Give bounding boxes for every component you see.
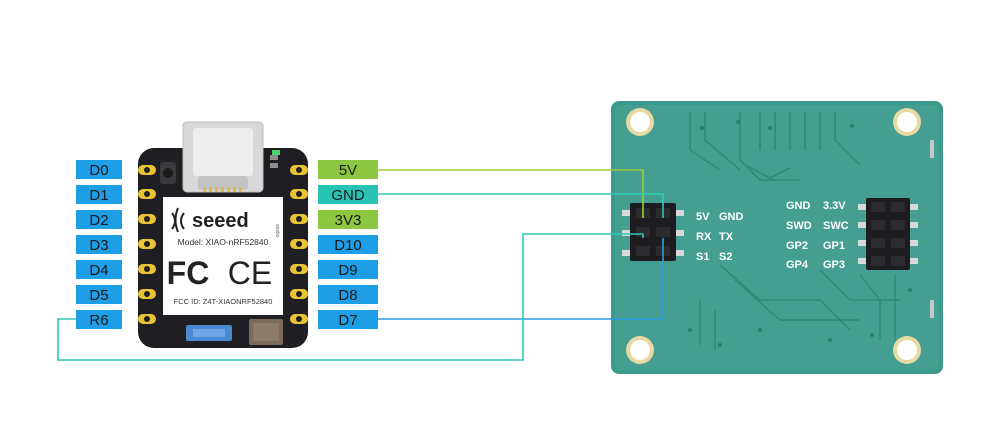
svg-text:D1: D1 xyxy=(89,187,108,204)
module-label: SWD xyxy=(786,220,812,232)
pin-label-d5: D5 xyxy=(76,285,122,304)
svg-text:D7: D7 xyxy=(338,312,357,329)
module-label: S1 xyxy=(696,251,709,263)
wires xyxy=(57,169,664,361)
module-label: GP4 xyxy=(786,259,809,271)
svg-text:GND: GND xyxy=(331,187,365,204)
sensor-module-board: 5V GND RX TX S1 S2 GND SWD GP2 GP4 3.3V … xyxy=(611,101,943,374)
module-left-header xyxy=(622,203,684,261)
module-label: RX xyxy=(696,231,712,243)
pin-label-5v: 5V xyxy=(318,160,378,179)
wire-gnd-to-gnd xyxy=(378,193,664,218)
brand-sub: studio xyxy=(274,224,280,238)
pin-label-d1: D1 xyxy=(76,185,122,204)
wire-d7-to-tx xyxy=(378,238,664,320)
module-label: 5V xyxy=(696,211,710,223)
mounting-hole-icon xyxy=(893,108,921,136)
svg-text:D9: D9 xyxy=(338,262,357,279)
pin-label-d8: D8 xyxy=(318,285,378,304)
xiao-left-pads xyxy=(138,165,156,324)
module-label: GP1 xyxy=(823,240,845,252)
module-label: GP2 xyxy=(786,240,808,252)
pad-left xyxy=(138,314,156,324)
pin-label-d4: D4 xyxy=(76,260,122,279)
led-icon xyxy=(272,150,280,155)
svg-text:D10: D10 xyxy=(334,237,362,254)
pad-right xyxy=(290,165,308,175)
svg-text:D2: D2 xyxy=(89,212,108,229)
pad-left xyxy=(138,239,156,249)
pad-right xyxy=(290,264,308,274)
pad-right xyxy=(290,314,308,324)
module-label: SWC xyxy=(823,220,849,232)
pin-label-d2: D2 xyxy=(76,210,122,229)
reset-button-icon xyxy=(160,162,176,184)
pad-left xyxy=(138,264,156,274)
module-label: GND xyxy=(719,211,744,223)
xiao-left-pin-labels: D0 D1 D2 D3 D4 D5 R6 xyxy=(76,160,122,329)
pad-right xyxy=(290,289,308,299)
svg-text:D0: D0 xyxy=(89,162,108,179)
pin-label-d9: D9 xyxy=(318,260,378,279)
xiao-board: seeed studio Model: XIAO-nRF52840 FC CE … xyxy=(138,121,308,348)
wire-r6-to-rx xyxy=(57,233,644,361)
pin-label-d10: D10 xyxy=(318,235,378,254)
pin-label-d0: D0 xyxy=(76,160,122,179)
svg-text:D8: D8 xyxy=(338,287,357,304)
model-text: Model: XIAO-nRF52840 xyxy=(178,237,269,247)
svg-text:D5: D5 xyxy=(89,287,108,304)
brand-name: seeed xyxy=(192,210,249,232)
xiao-right-pin-labels: 5V GND 3V3 D10 D9 D8 D7 xyxy=(318,160,378,329)
pad-right xyxy=(290,239,308,249)
seeed-logo-icon xyxy=(171,207,185,233)
pad-right xyxy=(290,189,308,199)
pin-label-r6: R6 xyxy=(76,310,122,329)
xiao-right-pads xyxy=(290,165,308,324)
ce-mark: CE xyxy=(228,255,272,291)
fcc-id-text: FCC ID: Z4T-XIAONRF52840 xyxy=(174,297,273,306)
pad-left xyxy=(138,214,156,224)
mounting-hole-icon xyxy=(893,336,921,364)
module-right-header xyxy=(858,198,918,270)
pad-left xyxy=(138,189,156,199)
mounting-hole-icon xyxy=(626,336,654,364)
module-label: S2 xyxy=(719,251,732,263)
module-label: 3.3V xyxy=(823,200,846,212)
pin-label-3v3: 3V3 xyxy=(318,210,378,229)
pad-left xyxy=(138,289,156,299)
pad-right xyxy=(290,214,308,224)
pin-label-d7: D7 xyxy=(318,310,378,329)
pin-label-gnd: GND xyxy=(318,185,378,204)
mounting-hole-icon xyxy=(626,108,654,136)
pin-label-d3: D3 xyxy=(76,235,122,254)
svg-text:3V3: 3V3 xyxy=(335,212,362,229)
svg-text:5V: 5V xyxy=(339,162,357,179)
wire-5v-to-5v xyxy=(378,169,644,218)
module-label: GP3 xyxy=(823,259,845,271)
fc-mark: FC xyxy=(167,255,210,291)
pad-left xyxy=(138,165,156,175)
svg-text:D4: D4 xyxy=(89,262,108,279)
module-label: TX xyxy=(719,231,734,243)
svg-text:R6: R6 xyxy=(89,312,108,329)
svg-text:D3: D3 xyxy=(89,237,108,254)
module-label: GND xyxy=(786,200,811,212)
